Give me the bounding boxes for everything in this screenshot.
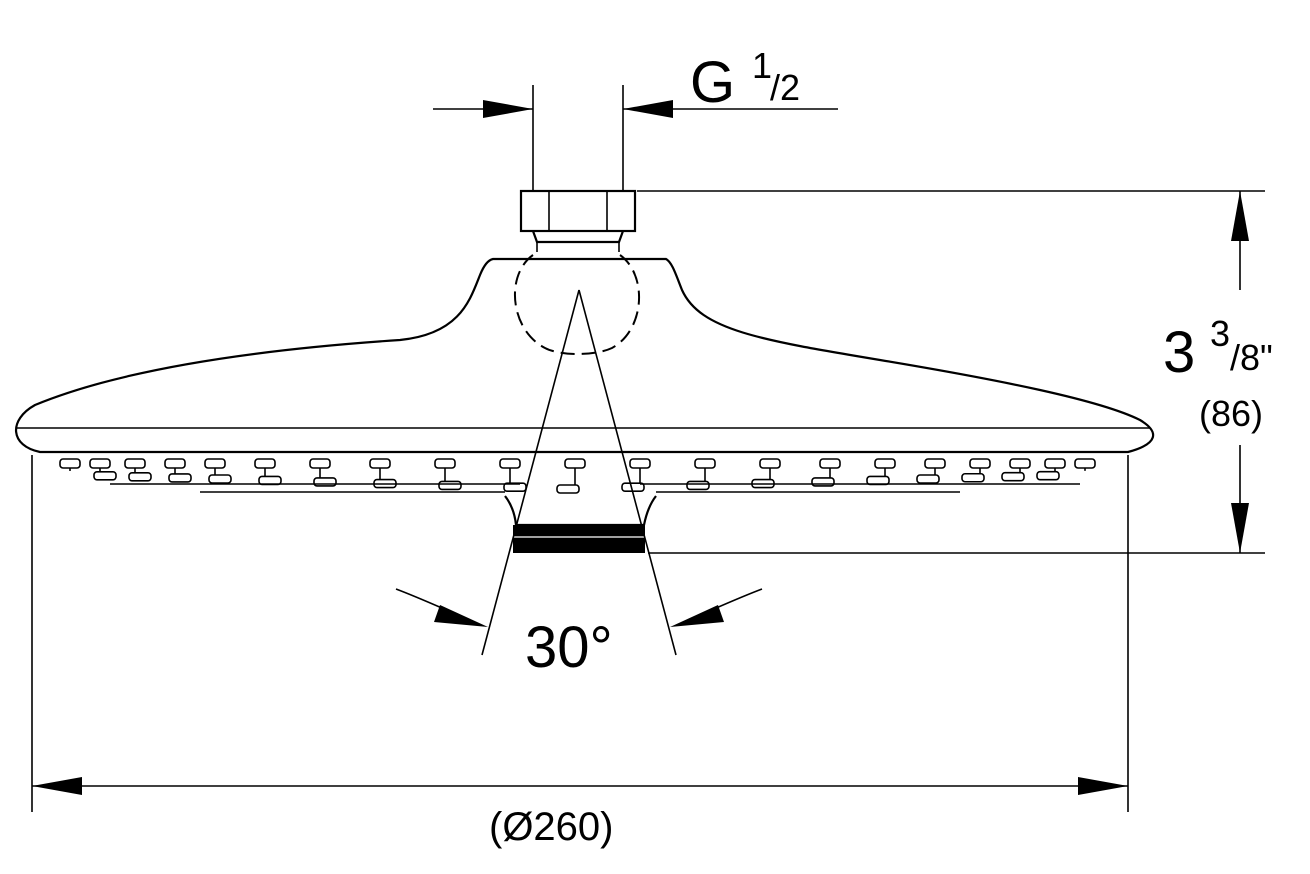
- thread-denominator: /2: [770, 67, 800, 108]
- nozzle: [309, 458, 331, 469]
- nozzle: [1074, 458, 1096, 469]
- connector-nut: [519, 189, 637, 252]
- nozzle: [819, 458, 841, 469]
- nozzle: [124, 458, 146, 469]
- thread-dimension: [433, 85, 838, 192]
- nozzle: [1001, 471, 1025, 482]
- diameter-label: (Ø260): [489, 805, 614, 849]
- nozzle: [128, 471, 152, 482]
- nozzle: [369, 458, 391, 469]
- height-whole: 3: [1163, 320, 1195, 385]
- height-mm: (86): [1199, 393, 1263, 434]
- nozzle: [916, 474, 940, 484]
- nozzle: [694, 458, 716, 469]
- thread-prefix: G: [690, 50, 735, 115]
- nozzle: [254, 458, 276, 469]
- thread-label: G 1 /2: [690, 45, 800, 115]
- nozzle: [1009, 458, 1031, 469]
- nozzle: [759, 458, 781, 469]
- nozzle-row: [59, 458, 1096, 494]
- nozzle: [499, 458, 521, 469]
- nozzle: [1036, 470, 1060, 481]
- spray-angle: [395, 289, 763, 656]
- thread-numerator: 1: [752, 45, 772, 86]
- nozzle: [1044, 458, 1066, 469]
- nozzle: [59, 458, 81, 469]
- height-denominator: /8": [1230, 337, 1273, 378]
- nozzle: [208, 474, 232, 484]
- nozzle: [93, 471, 117, 481]
- nozzle: [168, 473, 192, 483]
- nozzle: [961, 472, 985, 483]
- nozzle: [969, 458, 991, 469]
- nozzle: [438, 480, 462, 491]
- shower-head-body: [15, 254, 1155, 454]
- nozzle: [629, 458, 651, 469]
- nozzle: [924, 458, 946, 469]
- nozzle: [866, 475, 890, 486]
- diameter-dimension: [31, 455, 1129, 812]
- center-plate: [110, 483, 1080, 553]
- nozzle: [434, 458, 456, 469]
- nozzle: [556, 484, 580, 494]
- nozzle: [164, 458, 186, 469]
- nozzle: [204, 458, 226, 469]
- height-dimension: [637, 190, 1265, 554]
- nozzle: [564, 458, 586, 469]
- height-numerator: 3: [1210, 313, 1230, 354]
- nozzle: [89, 458, 111, 469]
- nozzle: [686, 480, 710, 491]
- angle-label: 30°: [525, 615, 613, 680]
- height-label: 3 3 /8" (86): [1163, 313, 1273, 434]
- nozzle: [258, 475, 282, 486]
- nozzle: [874, 458, 896, 469]
